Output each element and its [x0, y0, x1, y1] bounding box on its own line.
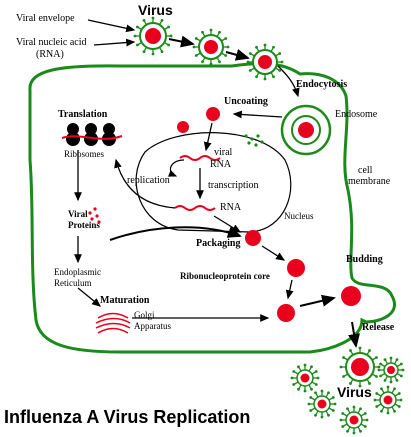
- er-label-1: Endoplasmic: [54, 267, 101, 277]
- membrane-label: membrane: [348, 176, 391, 187]
- uncoating-label: Uncoating: [224, 96, 268, 107]
- apparatus-label: Apparatus: [134, 321, 171, 331]
- uncoated-core: [206, 107, 220, 121]
- endosome: [280, 104, 332, 156]
- virus-bottom-label: Virus: [337, 384, 372, 400]
- replication-loop: [167, 159, 185, 177]
- viral-nucleic-acid-label: Viral nucleic acid: [16, 37, 87, 48]
- viral-proteins-label-1: Viral: [68, 209, 88, 219]
- er-label-2: Reticulum: [54, 278, 92, 288]
- endosome-label: Endosome: [335, 109, 378, 120]
- golgi-label: Golgi: [134, 310, 155, 320]
- rna-paren-label: (RNA): [36, 49, 64, 60]
- translation-label: Translation: [58, 109, 108, 120]
- packaged-core: [245, 230, 261, 246]
- virion-binding: [252, 49, 278, 75]
- endocytosis-label: Endocytosis: [296, 79, 348, 90]
- ribosome-icon: [61, 123, 123, 146]
- viral-proteins-label-2: Proteins: [68, 220, 100, 230]
- envelope-fragments: [244, 134, 264, 147]
- virion-spikes: [133, 16, 173, 56]
- virion-spikes: [307, 389, 337, 419]
- cell-membrane: [28, 62, 396, 354]
- viral-rna-label-2: RNA: [210, 159, 232, 170]
- viral-rna-label-1: viral: [214, 147, 233, 158]
- diagram-title: Influenza A Virus Replication: [4, 407, 251, 427]
- virion-spikes: [373, 385, 403, 415]
- mrna-strand: [174, 205, 216, 211]
- virion-incoming: [139, 22, 167, 50]
- cell-label: cell: [358, 165, 373, 176]
- virion-spikes: [339, 346, 381, 388]
- virion-released: [345, 352, 375, 382]
- process-arrows: [74, 19, 360, 348]
- virion-spikes: [339, 405, 369, 435]
- viral-rna-strand: [179, 155, 221, 161]
- ribonucleoprotein-core: [287, 259, 305, 277]
- viral-envelope-label: Viral envelope: [16, 13, 75, 24]
- nucleus-label: Nucleus: [284, 211, 314, 221]
- rna-label: RNA: [220, 202, 242, 213]
- replication-label: replication: [127, 175, 170, 186]
- maturation-label: Maturation: [100, 295, 150, 306]
- ribonucleoprotein-core-label: Ribonucleoprotein core: [180, 271, 270, 281]
- virion-spikes: [290, 363, 320, 393]
- golgi-apparatus-icon: [95, 312, 131, 334]
- virion-spikes: [377, 356, 405, 384]
- virion-spikes: [192, 28, 230, 66]
- virion-spikes: [246, 43, 284, 81]
- virion-approach: [198, 34, 224, 60]
- ribosomes-label: Ribosomes: [64, 149, 105, 159]
- budding-label: Budding: [346, 254, 383, 265]
- core-in-nucleus: [177, 121, 189, 133]
- release-label: Release: [362, 322, 395, 333]
- packaging-label: Packaging: [196, 238, 241, 249]
- viral-protein-dots: [88, 207, 101, 224]
- transcription-label: transcription: [208, 180, 259, 191]
- virus-top-label: Virus: [138, 2, 173, 18]
- budding-core: [341, 286, 361, 306]
- core-to-membrane: [277, 304, 295, 322]
